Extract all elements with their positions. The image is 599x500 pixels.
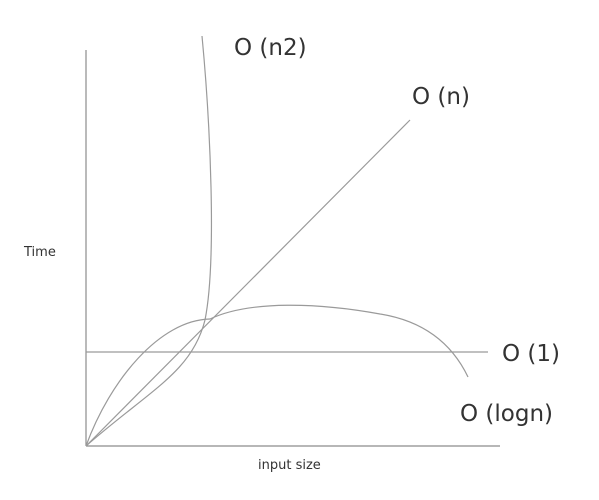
label-o-1: O (1) — [502, 341, 560, 367]
x-axis-label: input size — [258, 458, 321, 473]
label-o-n: O (n) — [412, 84, 470, 110]
label-o-n2: O (n2) — [234, 35, 307, 61]
label-o-logn: O (logn) — [460, 401, 553, 427]
curve-o-logn — [85, 304, 469, 447]
curve-o-n2 — [85, 35, 213, 447]
curve-o-n — [85, 119, 411, 447]
y-axis-label: Time — [23, 245, 56, 260]
